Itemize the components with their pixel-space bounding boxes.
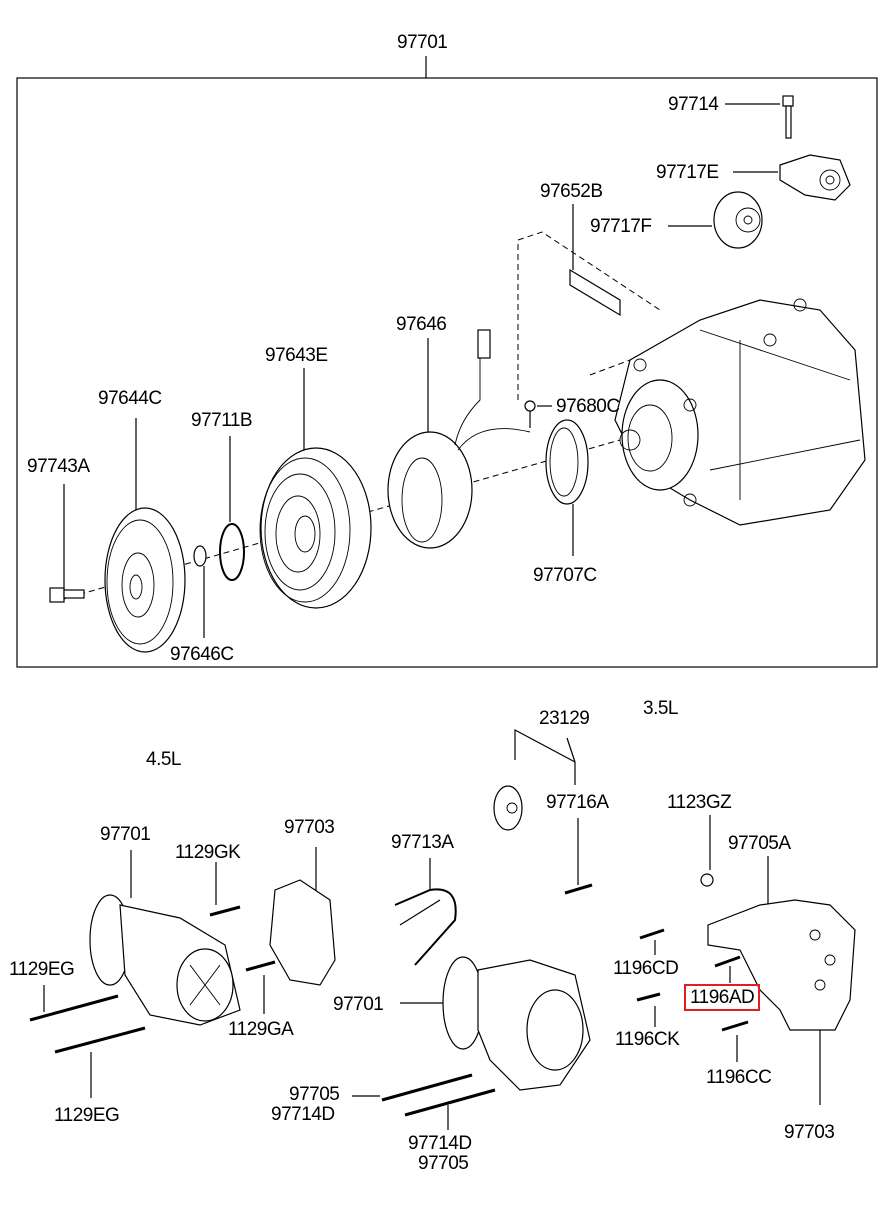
label-97680C: 97680C [556,396,620,417]
compressor-body[interactable] [614,298,866,526]
snap-ring-97711B[interactable] [219,436,245,581]
label-1129EG-upper: 1129EG [9,959,75,980]
label-97646: 97646 [396,314,447,335]
label-1129GA: 1129GA [228,1019,294,1040]
bolt-1129EG-upper[interactable] [29,985,119,1022]
label-97705-b: 97705 [418,1153,469,1174]
label-97646C: 97646C [170,644,234,665]
bolt-1129GA[interactable] [245,960,276,1014]
label-97701-mid: 97701 [333,994,384,1015]
label-97717F: 97717F [590,216,652,237]
label-97743A: 97743A [27,456,90,477]
label-97705A: 97705A [728,833,791,854]
screw-97680C[interactable] [524,400,552,428]
idler-23129[interactable] [493,729,576,831]
assembly-frame [16,77,878,668]
bolt-1196CK[interactable] [636,992,661,1027]
clutch-hub-97644C[interactable] [104,418,186,653]
label-1196CK: 1196CK [615,1029,680,1050]
belt-97713A[interactable] [394,858,457,966]
label-97717E: 97717E [656,162,719,183]
bolt-1196AD[interactable] [714,955,741,983]
label-1196CC: 1196CC [706,1067,772,1088]
bolt-97714D-97705-b[interactable] [404,1088,496,1130]
nut-1123GZ[interactable] [700,815,714,887]
label-97643E: 97643E [265,345,328,366]
label-1129GK: 1129GK [175,842,241,863]
label-97705-a: 97705 [289,1084,340,1105]
seal-ring-97707C[interactable] [545,419,589,556]
bracket-97703-right[interactable] [707,856,856,1105]
label-23129: 23129 [539,708,590,729]
label-97652B: 97652B [540,181,603,202]
label-1129EG-lower: 1129EG [54,1105,120,1126]
compressor-4-5L[interactable] [89,850,241,1026]
label-97707C: 97707C [533,565,597,586]
bracket-97652B[interactable] [517,204,661,400]
connector-97717E[interactable] [733,154,851,201]
bolt-1196CC[interactable] [721,1020,749,1062]
label-1123GZ: 1123GZ [667,792,732,813]
field-coil-97646[interactable] [387,329,531,549]
bolt-97705-97714D-a[interactable] [352,1073,473,1102]
label-97711B: 97711B [191,410,253,431]
label-97714: 97714 [668,94,719,115]
bolt-97716A[interactable] [564,818,593,895]
shim-97646C[interactable] [193,545,207,638]
label-97701-title: 97701 [397,32,448,53]
label-97703-right: 97703 [784,1122,835,1143]
compressor-3-5L[interactable] [400,956,591,1091]
connector-97717F[interactable] [668,191,763,249]
label-97716A: 97716A [546,792,609,813]
label-97714D-b: 97714D [408,1133,472,1154]
bolt-97743A[interactable] [49,484,85,603]
label-97701-left: 97701 [100,824,151,845]
bolt-1129GK[interactable] [209,862,241,917]
label-97714D-a: 97714D [271,1104,335,1125]
label-97703-left: 97703 [284,817,335,838]
label-97644C: 97644C [98,388,162,409]
bolt-1129EG-lower[interactable] [54,1026,146,1098]
engine-label-3-5L: 3.5L [643,698,678,719]
pulley-97643E[interactable] [259,368,372,609]
bracket-97703-left[interactable] [269,847,336,986]
label-97713A: 97713A [391,832,454,853]
bolt-97714[interactable] [725,95,794,139]
label-1196CD: 1196CD [613,958,679,979]
bolt-1196CD[interactable] [639,928,665,955]
engine-label-4-5L: 4.5L [146,749,181,770]
label-1196AD-highlighted[interactable]: 1196AD [683,984,761,1011]
